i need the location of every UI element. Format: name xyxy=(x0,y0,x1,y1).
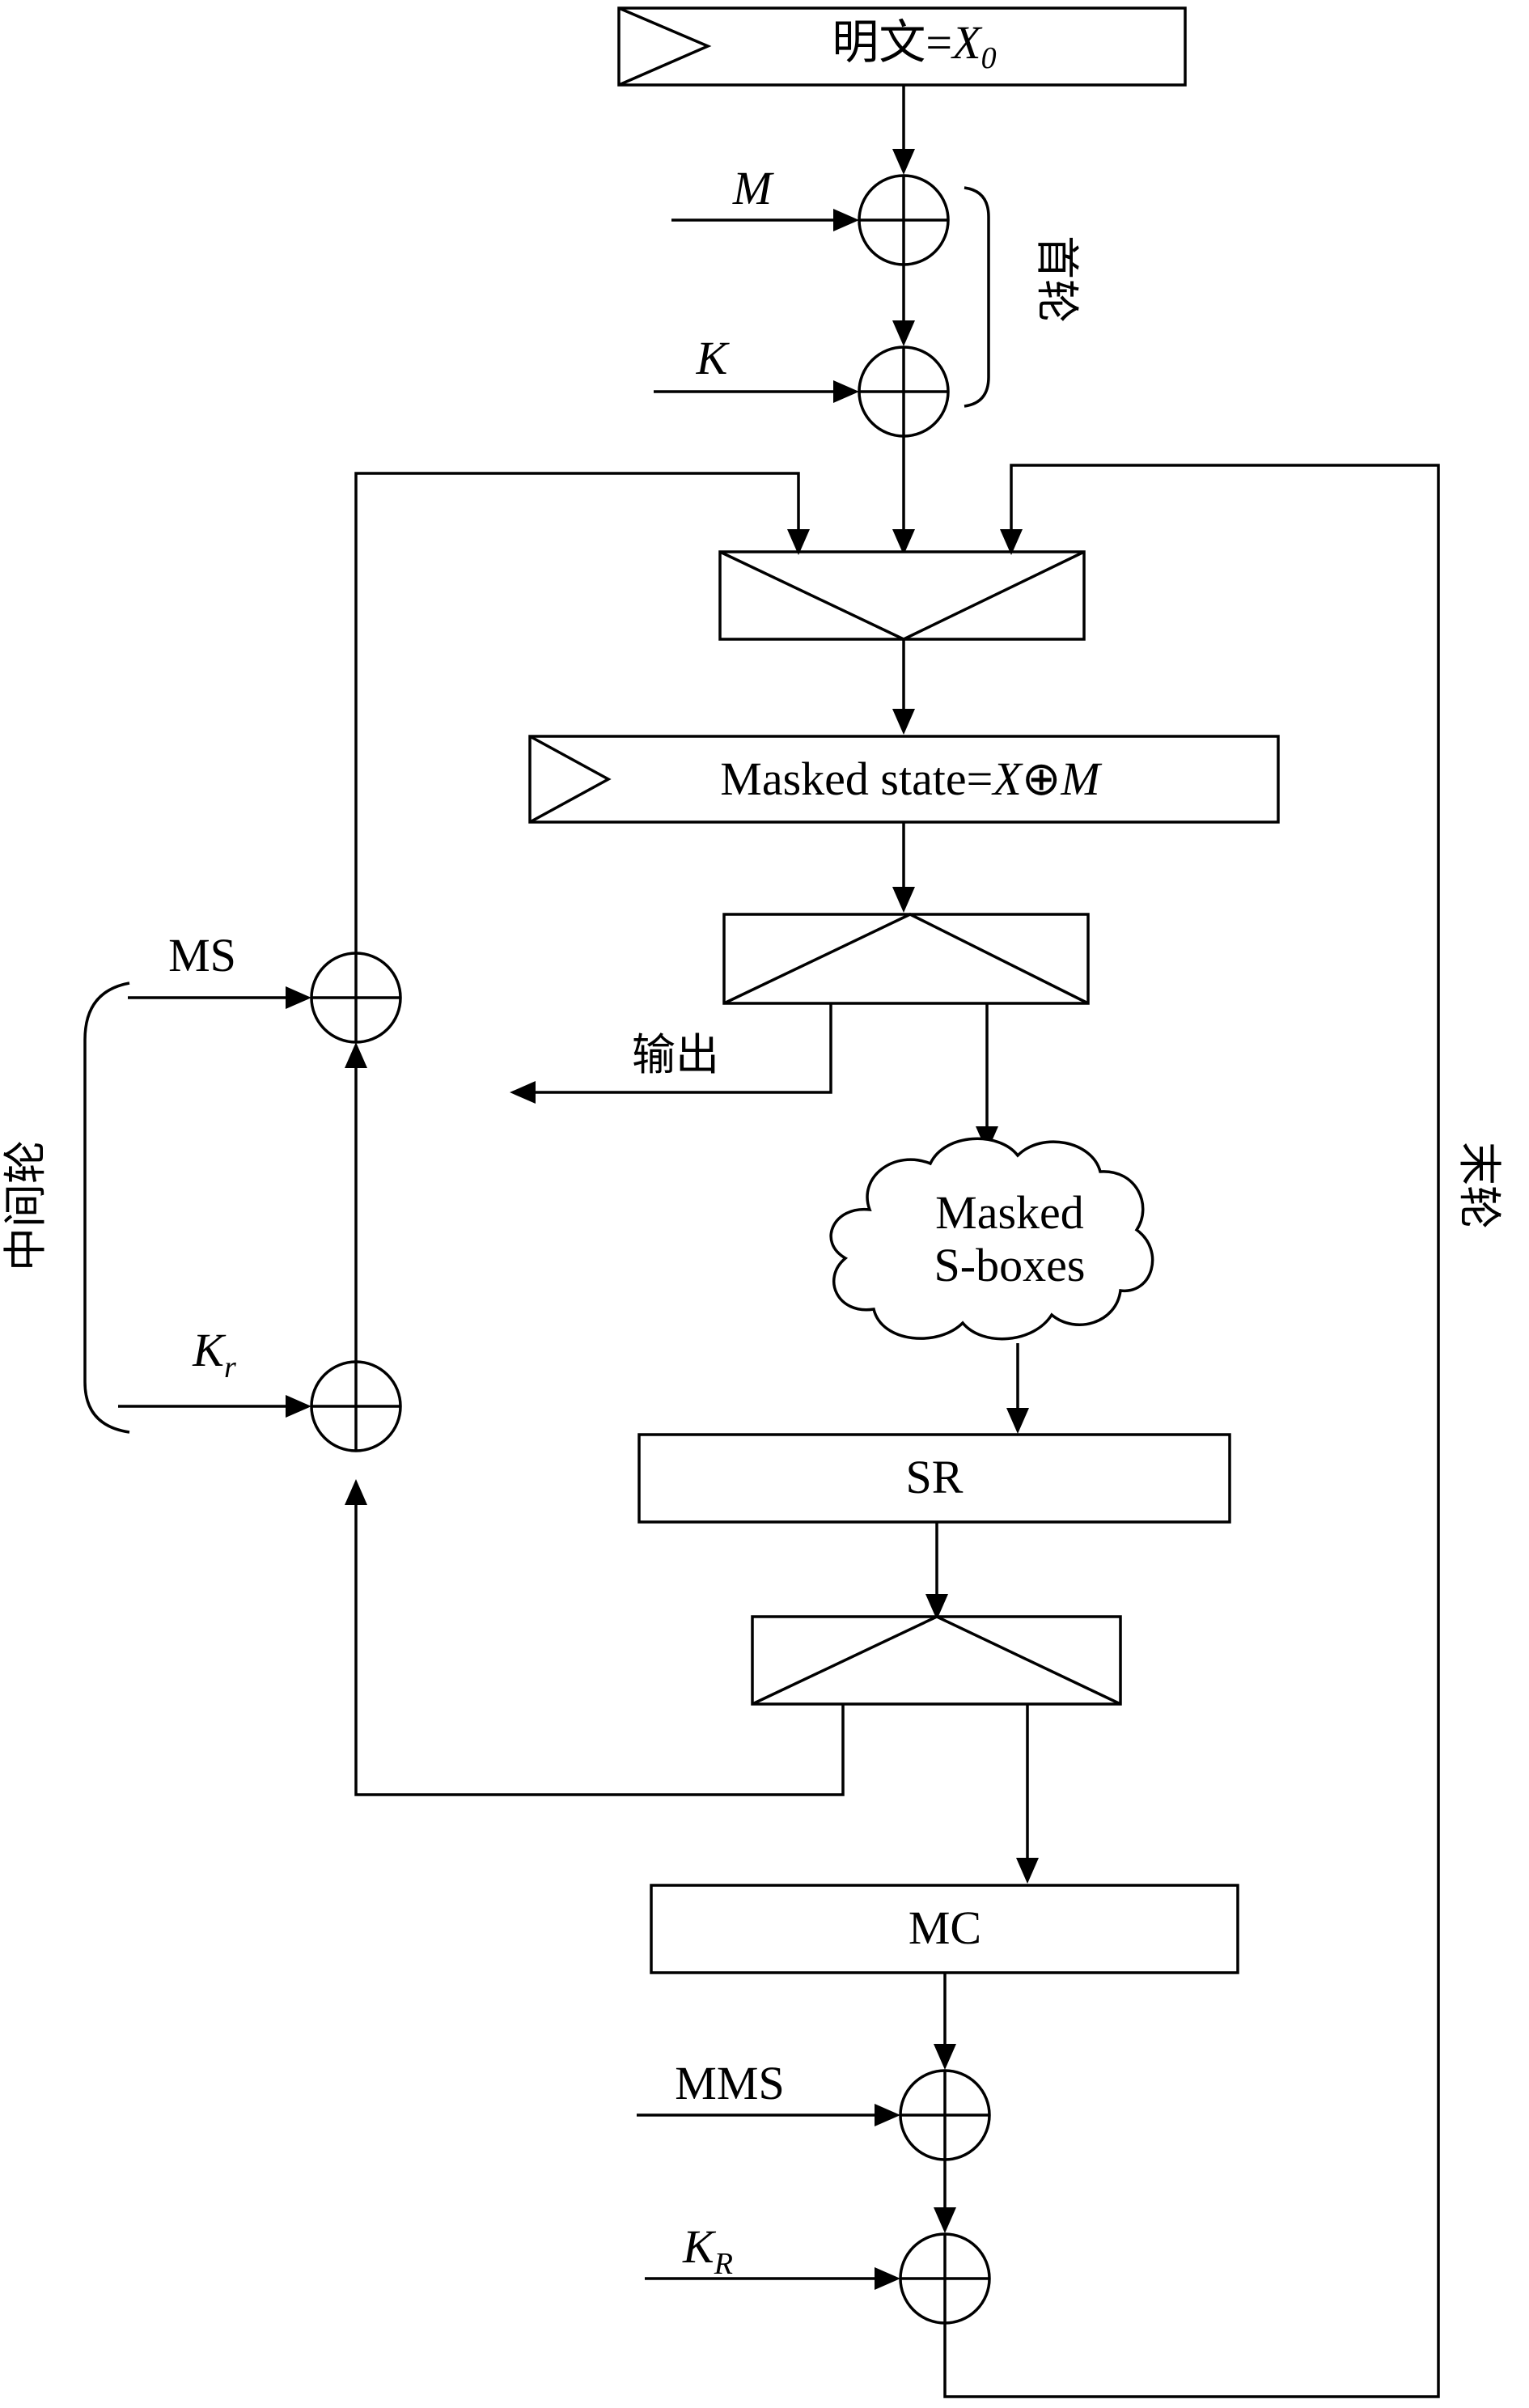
arrow-head xyxy=(892,709,915,735)
mix-columns-label: MC xyxy=(909,1901,981,1954)
xor-node-kr-middle xyxy=(310,1360,402,1452)
arrow-head xyxy=(833,380,859,403)
plaintext-label: 明文=X0 xyxy=(832,16,996,75)
state-split-demux xyxy=(722,913,1090,1005)
sbox-label-line1: Masked xyxy=(935,1186,1084,1239)
mask-m-label: M xyxy=(732,162,774,214)
xor-node-m xyxy=(858,174,950,266)
ms-label: MS xyxy=(168,929,236,981)
final-round-feedback-line xyxy=(943,464,1440,2398)
arrow-head xyxy=(925,1594,948,1620)
middle-round-feedback-line xyxy=(354,472,800,998)
arrow-head xyxy=(787,529,810,555)
output-label: 输出 xyxy=(632,1029,719,1080)
first-round-label: 首轮 xyxy=(1031,235,1082,323)
middle-round-label: 中间轮 xyxy=(0,1140,51,1271)
arrow-head xyxy=(286,1395,311,1418)
kr-middle-label: Kr xyxy=(192,1324,236,1384)
arrow-head xyxy=(345,1479,367,1505)
shift-rows-label: SR xyxy=(906,1451,964,1503)
arrow-head xyxy=(892,149,915,175)
masked-sboxes-cloud: Masked S-boxes xyxy=(829,1137,1154,1341)
xor-node-kr-final xyxy=(899,2232,991,2325)
middle-round-brace xyxy=(83,981,130,1434)
masked-state-label: Masked state=X⊕M xyxy=(720,752,1102,805)
arrow-head xyxy=(833,209,859,231)
arrow-head xyxy=(1000,529,1023,555)
arrow-head xyxy=(875,2267,900,2290)
arrow-head xyxy=(345,1042,367,1068)
round-split-demux xyxy=(751,1615,1122,1706)
masked-state-box: Masked state=X⊕M xyxy=(528,735,1280,824)
arrow-head xyxy=(934,2207,956,2233)
arrow-head xyxy=(875,2104,900,2126)
mix-columns-box: MC xyxy=(650,1884,1239,1974)
arrow-head xyxy=(1016,1858,1039,1884)
arrow-head xyxy=(934,2044,956,2070)
round-select-mux xyxy=(718,550,1086,641)
output-line xyxy=(530,1003,832,1094)
kr-final-label: KR xyxy=(682,2220,733,2281)
first-round-brace xyxy=(964,186,990,408)
sbox-label-line2: S-boxes xyxy=(934,1239,1086,1291)
arrow-head xyxy=(892,320,915,346)
xor-node-ms xyxy=(310,952,402,1044)
arrow-head xyxy=(510,1081,536,1104)
arrow-head xyxy=(892,529,915,555)
arrow-head xyxy=(286,986,311,1009)
final-round-label: 末轮 xyxy=(1454,1142,1505,1229)
xor-node-k xyxy=(858,346,950,438)
middle-round-branch-line xyxy=(354,1499,845,1796)
shift-rows-box: SR xyxy=(637,1433,1231,1524)
plaintext-box: 明文=X0 xyxy=(617,6,1187,87)
key-k-label: K xyxy=(696,332,731,384)
arrow-head xyxy=(892,887,915,913)
arrow-head xyxy=(1006,1408,1029,1434)
xor-node-mms xyxy=(899,2069,991,2161)
mms-label: MMS xyxy=(675,2057,784,2109)
